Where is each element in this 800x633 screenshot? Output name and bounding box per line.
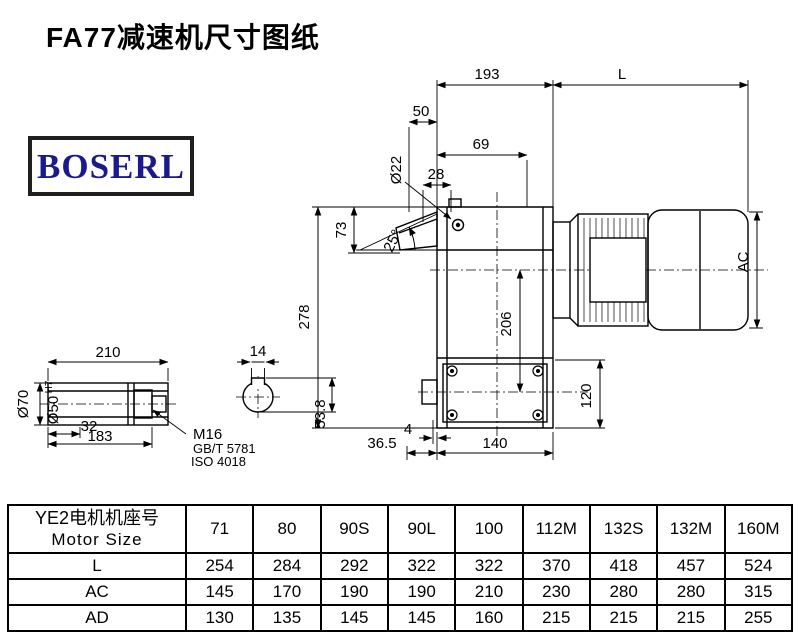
dim-value-cell: 230: [521, 578, 591, 606]
table-row-AC: AC 145 170 190 190 210 230 280 280 315: [7, 578, 794, 606]
dim-value-cell: 418: [588, 552, 659, 580]
header-title-cn: YE2电机机座号: [34, 508, 160, 528]
dim-value-cell: 215: [588, 604, 659, 632]
dim-dia70: Ø70: [15, 390, 32, 418]
std-iso: ISO 4018: [191, 454, 246, 469]
col-header: 100: [454, 504, 524, 554]
dim-value-cell: 145: [319, 604, 389, 632]
dim-69: 69: [473, 136, 490, 153]
centerlines: [40, 192, 768, 448]
bolt-callout: M16: [193, 426, 222, 443]
dim-210: 210: [95, 344, 120, 361]
header-title-en: Motor Size: [51, 530, 143, 549]
dim-value-cell: 145: [184, 578, 255, 606]
dim-l: L: [618, 66, 626, 83]
std-gb: GB/T 5781: [193, 441, 256, 456]
dim-value-cell: 254: [184, 552, 255, 580]
dim-value-cell: 170: [252, 578, 322, 606]
table-header-row: YE2电机机座号 Motor Size 71 80 90S 90L 100 11…: [7, 504, 794, 554]
dim-32: 32: [81, 418, 98, 435]
dim-value-cell: 322: [386, 552, 457, 580]
dim-53-8: 53.8: [312, 399, 329, 428]
row-label: AC: [7, 578, 187, 606]
table-row-AD: AD 130 135 145 145 160 215 215 215 255: [7, 604, 794, 632]
technical-drawing: 193 L 50 69 28 Ø22 73 25° 278 206 AC 120…: [15, 66, 768, 469]
dim-value-cell: 190: [319, 578, 389, 606]
dim-14: 14: [250, 343, 267, 360]
brand-logo-text: BOSERL: [37, 146, 185, 186]
dim-value-cell: 280: [588, 578, 659, 606]
dimension-table: YE2电机机座号 Motor Size 71 80 90S 90L 100 11…: [7, 504, 794, 632]
dim-278: 278: [296, 304, 313, 329]
dim-value-cell: 135: [252, 604, 322, 632]
dim-value-cell: 370: [521, 552, 591, 580]
dim-value-cell: 215: [521, 604, 591, 632]
dim-value-cell: 130: [184, 604, 255, 632]
dimension-table-wrap: YE2电机机座号 Motor Size 71 80 90S 90L 100 11…: [7, 504, 794, 632]
dim-dia22: Ø22: [388, 156, 405, 184]
dim-4: 4: [404, 421, 412, 438]
dim-value-cell: 524: [723, 552, 794, 580]
dim-dia50: Ø50: [45, 396, 62, 424]
leader-lines: [152, 181, 452, 435]
col-header: 112M: [521, 504, 591, 554]
table-corner-cell: YE2电机机座号 Motor Size: [7, 504, 187, 554]
dim-value-cell: 145: [386, 604, 457, 632]
row-label: AD: [7, 604, 187, 632]
dim-36-5: 36.5: [367, 435, 396, 452]
shaft-section-outline: [242, 377, 274, 413]
col-header: 71: [184, 504, 255, 554]
dim-140: 140: [482, 435, 507, 452]
dim-193: 193: [474, 66, 499, 83]
dim-73: 73: [333, 222, 350, 239]
table-row-L: L 254 284 292 322 322 370 418 457 524: [7, 552, 794, 580]
dim-dia50-tol: H7: [44, 380, 55, 393]
dim-183: 183: [87, 428, 112, 445]
dim-value-cell: 315: [723, 578, 794, 606]
dim-lines: [36, 81, 761, 457]
dim-value-cell: 255: [723, 604, 794, 632]
drawing-panel: FA77减速机尺寸图纸 BOSERL: [15, 22, 768, 469]
row-label: L: [7, 552, 187, 580]
dim-value-cell: 457: [656, 552, 726, 580]
col-header: 80: [252, 504, 322, 554]
dim-ac: AC: [735, 251, 752, 272]
page-title: FA77减速机尺寸图纸: [46, 22, 320, 53]
dim-206: 206: [498, 311, 515, 336]
brand-logo: BOSERL: [28, 136, 194, 196]
dim-value-cell: 215: [656, 604, 726, 632]
dim-value-cell: 284: [252, 552, 322, 580]
col-header: 132M: [656, 504, 726, 554]
motor-outline: [552, 209, 749, 331]
dim-25deg: 25°: [380, 227, 405, 255]
dim-value-cell: 322: [454, 552, 524, 580]
bolt-holes: [446, 365, 544, 421]
gearbox-housing-outline: [395, 198, 554, 429]
dim-28: 28: [428, 166, 445, 183]
dim-50: 50: [413, 103, 430, 120]
col-header: 132S: [588, 504, 659, 554]
dim-value-cell: 292: [319, 552, 389, 580]
dim-120: 120: [578, 383, 595, 408]
dim-value-cell: 280: [656, 578, 726, 606]
dim-value-cell: 190: [386, 578, 457, 606]
dim-value-cell: 160: [454, 604, 524, 632]
col-header: 160M: [723, 504, 794, 554]
col-header: 90L: [386, 504, 457, 554]
col-header: 90S: [319, 504, 389, 554]
dim-value-cell: 210: [454, 578, 524, 606]
